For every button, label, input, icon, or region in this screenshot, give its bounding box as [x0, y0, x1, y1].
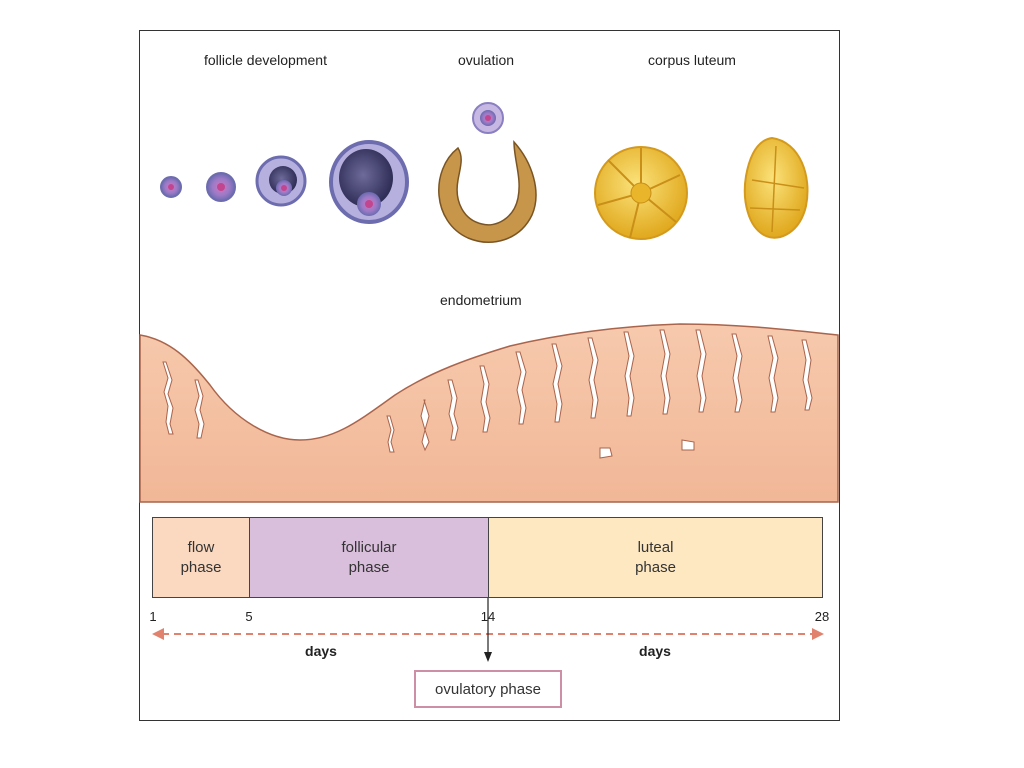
follicular-phase-label: follicular phase	[341, 538, 397, 576]
tick-day-1: 1	[149, 609, 157, 624]
endometrium-tissue	[139, 323, 839, 503]
flow-phase-label: flow phase	[180, 538, 222, 576]
corpus-luteum-2	[743, 136, 809, 239]
follicular-phase-box: follicular phase	[249, 517, 489, 598]
follicle-stage-2	[206, 172, 236, 202]
days-arrow	[152, 628, 824, 640]
corpus-luteum-label: corpus luteum	[648, 52, 736, 68]
released-ovum	[472, 102, 504, 134]
luteal-phase-box: luteal phase	[488, 517, 823, 598]
tick-day-14: 14	[480, 609, 496, 624]
flow-phase-box: flow phase	[152, 517, 250, 598]
ruptured-follicle	[438, 140, 537, 243]
days-label-left: days	[305, 643, 337, 659]
days-label-right: days	[639, 643, 671, 659]
ovulation-pointer	[484, 598, 492, 662]
luteal-phase-label: luteal phase	[635, 538, 676, 576]
tick-day-5: 5	[245, 609, 253, 624]
corpus-luteum-1	[594, 146, 688, 240]
follicle-stage-1	[160, 176, 182, 198]
ovulatory-phase-label: ovulatory phase	[435, 680, 541, 698]
endometrium-label: endometrium	[440, 292, 522, 308]
ovulation-label: ovulation	[458, 52, 515, 68]
follicle-stage-3	[255, 155, 307, 207]
tick-day-28: 28	[814, 609, 830, 624]
ovulatory-phase-box: ovulatory phase	[414, 670, 562, 708]
follicle-development-label: follicle development	[204, 52, 327, 68]
follicle-stage-4	[329, 140, 409, 224]
